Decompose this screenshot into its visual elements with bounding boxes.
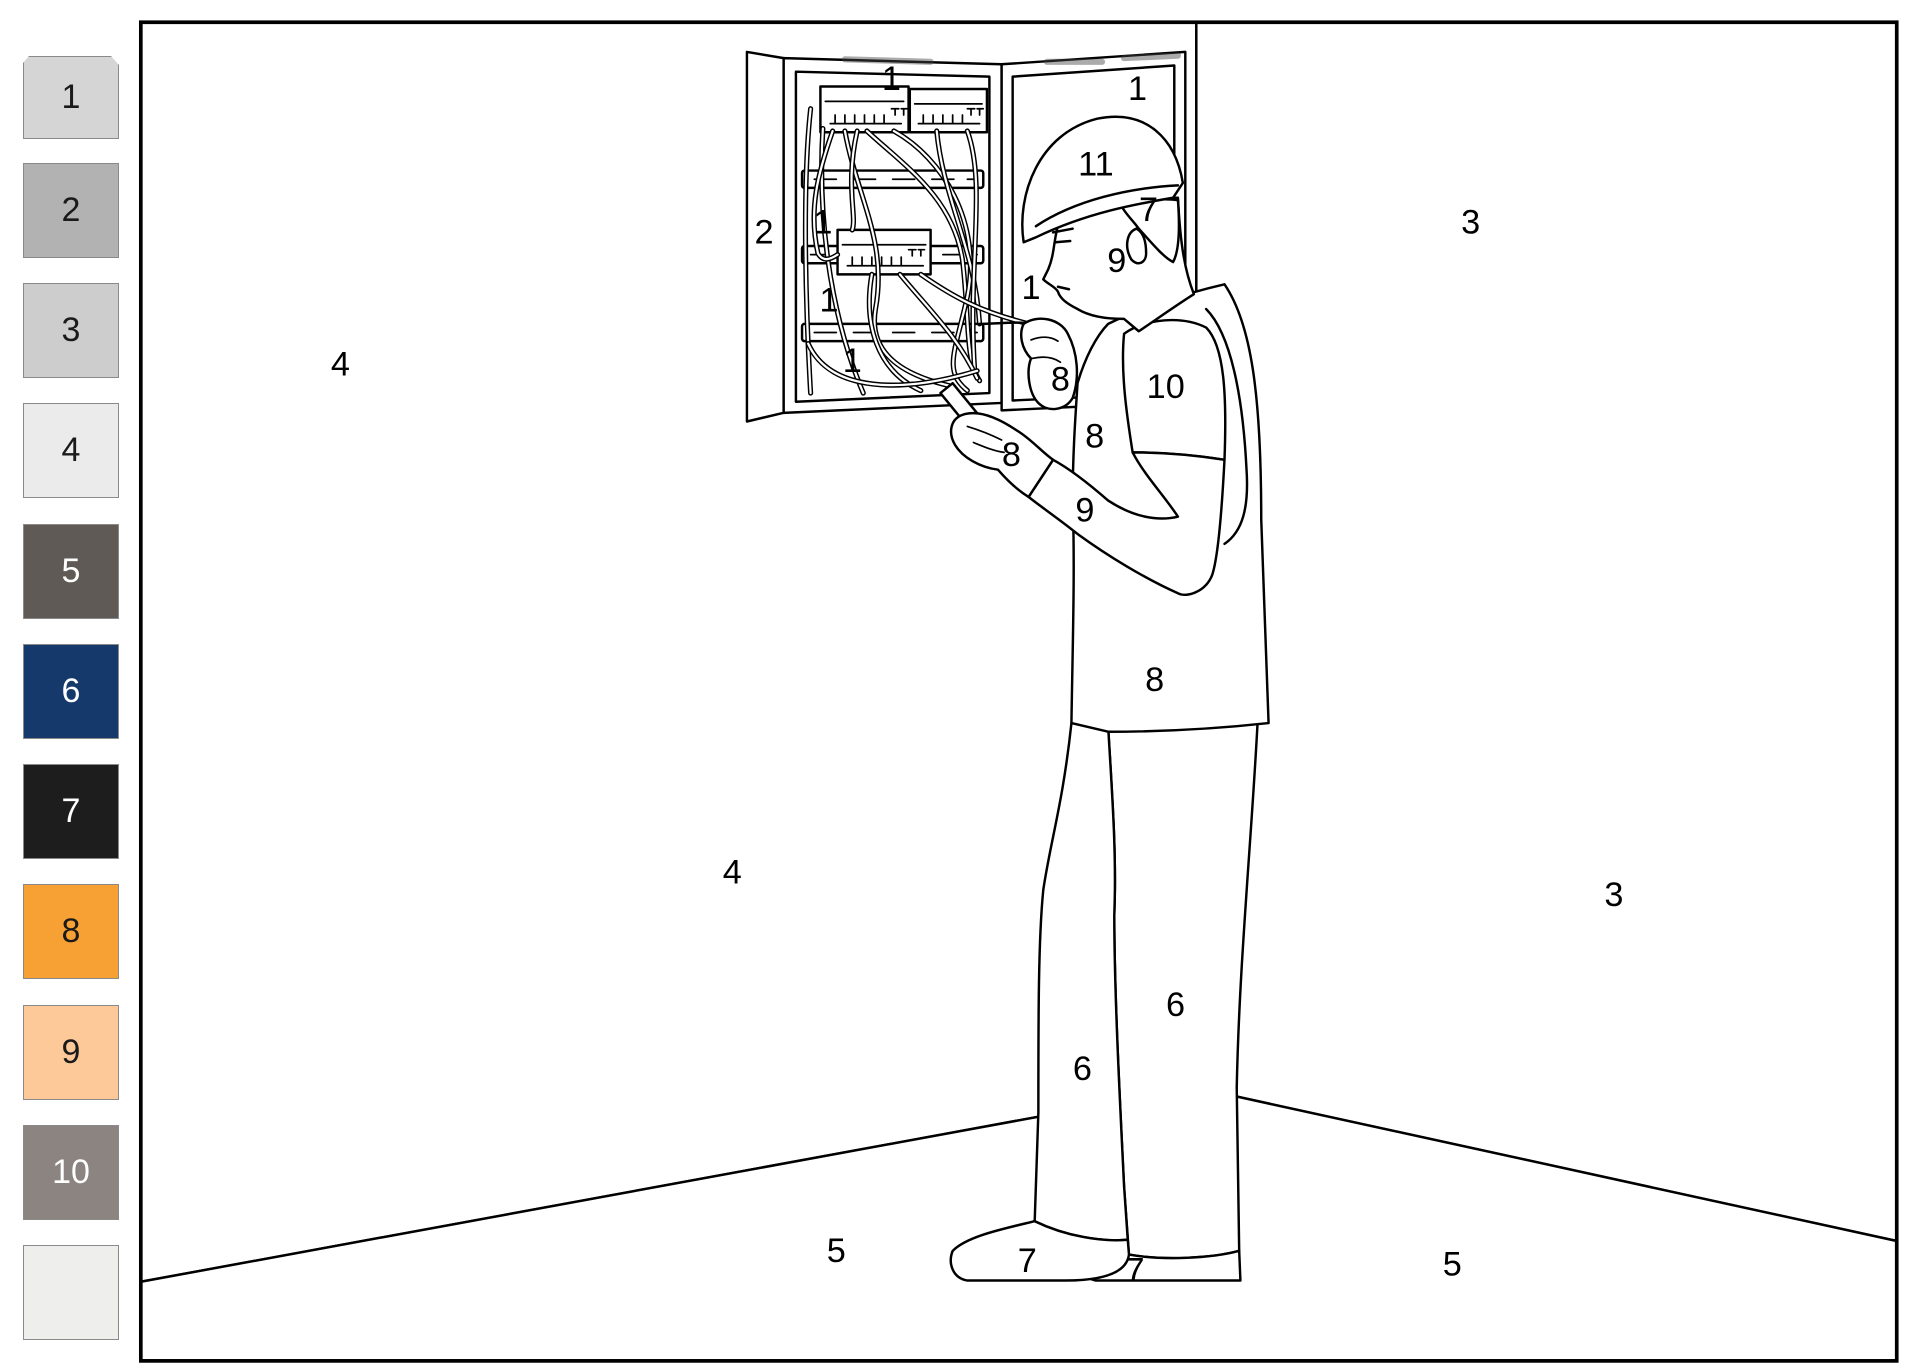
breaker-module[interactable] [908, 87, 989, 134]
region-label: 5 [1443, 1245, 1462, 1283]
swatch-number: 6 [61, 672, 81, 710]
canvas-frame [138, 20, 1899, 1363]
region-label: 7 [1139, 191, 1158, 229]
swatch-number: 4 [61, 431, 81, 469]
region-label: 3 [1604, 876, 1623, 914]
palette-swatch-7[interactable]: 7 [23, 764, 119, 859]
swatch-number: 10 [52, 1153, 90, 1191]
front-shoe[interactable] [949, 1219, 1131, 1282]
hard-hat-ridge [1034, 184, 1180, 228]
vest-edge [1204, 307, 1249, 546]
region-label: 4 [723, 854, 742, 892]
region-label: 1 [882, 60, 901, 98]
region-label: 9 [1075, 491, 1094, 529]
region-label: 8 [1002, 436, 1021, 474]
region-label: 3 [1461, 203, 1480, 241]
region-label: 8 [1145, 661, 1164, 699]
swatch-number: 8 [61, 912, 81, 950]
region-label: 1 [813, 203, 832, 241]
breaker-module[interactable] [836, 228, 932, 276]
region-label: 5 [827, 1232, 846, 1270]
region-label: 1 [843, 342, 862, 380]
glove-finger-line [1030, 336, 1062, 364]
ear [1125, 227, 1148, 265]
breaker-switches [824, 100, 909, 125]
palette-swatch-11[interactable] [23, 1245, 119, 1340]
region-label: 2 [755, 213, 774, 251]
region-label: 7 [1018, 1242, 1037, 1280]
region-label: 1 [1128, 70, 1147, 108]
palette-swatch-3[interactable]: 3 [23, 283, 119, 378]
palette-swatch-6[interactable]: 6 [23, 644, 119, 739]
swatch-number: 5 [61, 552, 81, 590]
breaker-switches [913, 102, 985, 125]
right-glove[interactable] [949, 411, 1055, 499]
glove-finger-line [966, 425, 1005, 454]
left-glove[interactable] [1020, 317, 1079, 411]
region-label: 10 [1147, 368, 1185, 406]
region-label: 9 [1107, 242, 1126, 280]
region-label: 8 [1085, 417, 1104, 455]
palette-swatch-2[interactable]: 2 [23, 163, 119, 258]
arm-skin[interactable] [1027, 451, 1226, 596]
region-label: 8 [1051, 360, 1070, 398]
palette-swatch-5[interactable]: 5 [23, 524, 119, 619]
swatch-number: 7 [61, 792, 81, 830]
breaker-switches [841, 243, 927, 267]
palette-swatch-1[interactable]: 1 [23, 56, 119, 139]
region-label: 1 [819, 281, 838, 319]
palette-swatch-8[interactable]: 8 [23, 884, 119, 979]
palette-swatch-9[interactable]: 9 [23, 1005, 119, 1100]
region-label: 1 [1021, 269, 1040, 307]
palette-swatch-4[interactable]: 4 [23, 403, 119, 498]
swatch-number: 9 [61, 1033, 81, 1071]
scribble-mark [841, 52, 1182, 65]
region-label: 7 [1126, 1252, 1145, 1290]
region-label: 6 [1166, 986, 1185, 1024]
face-features [1051, 227, 1074, 291]
right-wall-region[interactable] [1195, 21, 1898, 1243]
region-label: 11 [1078, 145, 1114, 183]
swatch-number: 3 [61, 311, 81, 349]
swatch-number: 1 [61, 78, 81, 116]
region-label: 4 [331, 346, 350, 384]
region-label: 6 [1073, 1050, 1092, 1088]
palette-swatch-10[interactable]: 10 [23, 1125, 119, 1220]
swatch-number: 2 [61, 191, 81, 229]
